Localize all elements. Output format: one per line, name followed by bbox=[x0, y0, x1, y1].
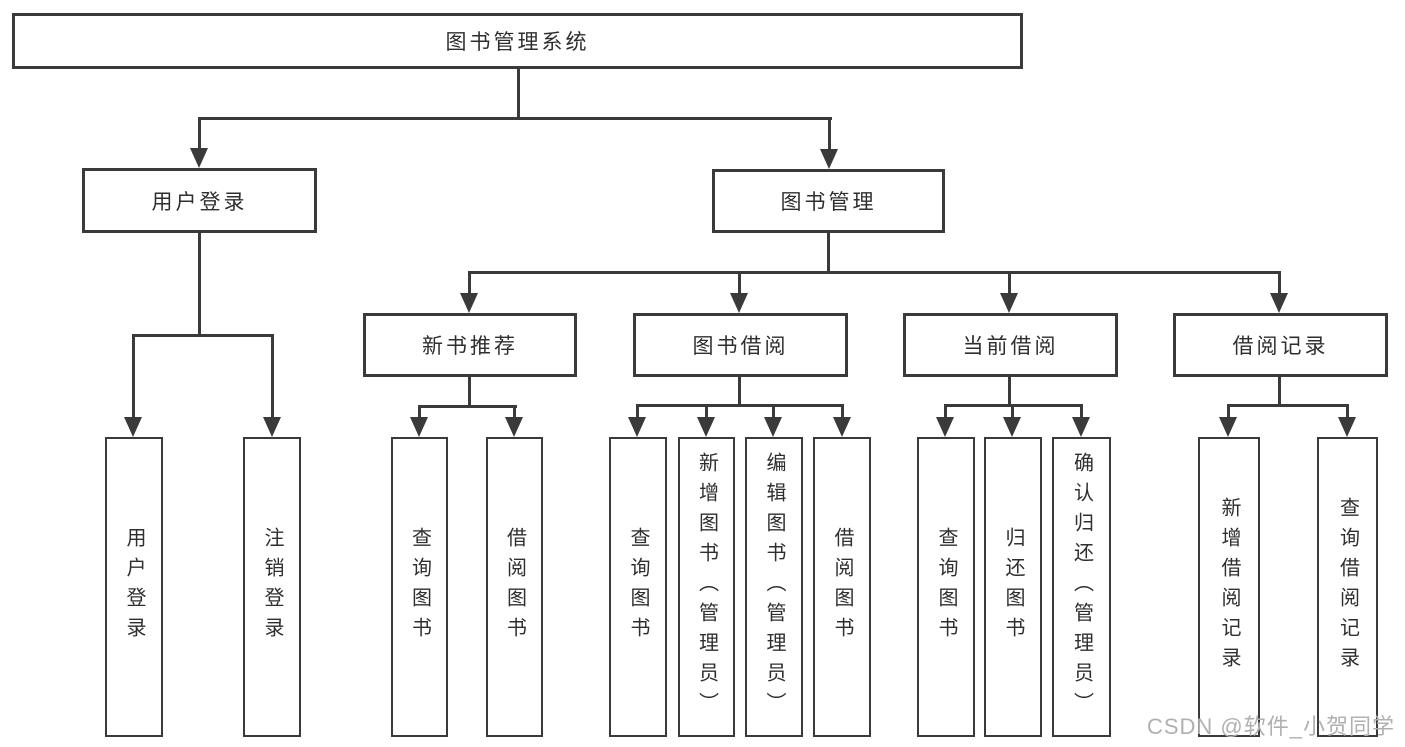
arrowhead-down-icon bbox=[190, 148, 208, 168]
node-book-borrow: 图书借阅 bbox=[633, 313, 848, 377]
arrowhead-down-icon bbox=[697, 417, 715, 437]
leaf-bw-borrow-books: 借阅图书 bbox=[813, 437, 871, 737]
arrowhead-down-icon bbox=[628, 417, 646, 437]
connector-line bbox=[738, 271, 741, 295]
leaf-cb-return-books: 归还图书 bbox=[984, 437, 1042, 737]
connector-line bbox=[468, 377, 471, 408]
connector-line bbox=[198, 233, 201, 337]
leaf-nb-borrow-books: 借阅图书 bbox=[486, 437, 543, 737]
connector-line bbox=[827, 233, 830, 274]
arrowhead-down-icon bbox=[730, 293, 748, 313]
leaf-bw-edit-books-admin: 编辑图书（管理员） bbox=[745, 437, 803, 737]
connector-line bbox=[1008, 271, 1011, 295]
arrowhead-down-icon bbox=[1003, 417, 1021, 437]
connector-line bbox=[1011, 404, 1014, 418]
arrowhead-down-icon bbox=[505, 417, 523, 437]
leaf-user-login-label: 用户登录 bbox=[123, 527, 145, 647]
leaf-nb-query-books: 查询图书 bbox=[391, 437, 448, 737]
leaf-bw-query-books-label: 查询图书 bbox=[627, 527, 649, 647]
connector-line bbox=[636, 404, 844, 407]
leaf-logout: 注销登录 bbox=[243, 437, 301, 737]
node-new-book-recommend: 新书推荐 bbox=[363, 313, 577, 377]
arrowhead-down-icon bbox=[936, 417, 954, 437]
connector-line bbox=[1278, 271, 1281, 295]
arrowhead-down-icon bbox=[1270, 293, 1288, 313]
leaf-bw-edit-books-admin-label: 编辑图书（管理员） bbox=[763, 452, 785, 722]
arrowhead-down-icon bbox=[410, 417, 428, 437]
arrowhead-down-icon bbox=[764, 417, 782, 437]
leaf-bw-query-books: 查询图书 bbox=[609, 437, 667, 737]
connector-line bbox=[1008, 377, 1011, 407]
arrowhead-down-icon bbox=[1072, 417, 1090, 437]
connector-line bbox=[132, 334, 135, 418]
leaf-rec-query-record: 查询借阅记录 bbox=[1317, 437, 1378, 737]
node-book-management: 图书管理 bbox=[712, 169, 945, 233]
connector-line bbox=[468, 271, 1281, 274]
connector-line bbox=[513, 405, 516, 418]
leaf-cb-confirm-return-admin-label: 确认归还（管理员） bbox=[1070, 452, 1093, 722]
connector-line bbox=[1227, 404, 1349, 407]
connector-line bbox=[944, 404, 947, 418]
leaf-cb-query-books-label: 查询图书 bbox=[935, 527, 957, 647]
leaf-rec-query-record-label: 查询借阅记录 bbox=[1336, 497, 1359, 677]
leaf-nb-borrow-books-label: 借阅图书 bbox=[503, 527, 526, 647]
leaf-bw-borrow-books-label: 借阅图书 bbox=[831, 527, 853, 647]
node-borrow-records: 借阅记录 bbox=[1173, 313, 1388, 377]
arrowhead-down-icon bbox=[1000, 293, 1018, 313]
csdn-watermark: CSDN @软件_小贺同学 bbox=[1146, 714, 1395, 739]
connector-line bbox=[828, 117, 831, 150]
connector-line bbox=[841, 404, 844, 418]
connector-line bbox=[738, 377, 741, 407]
connector-line bbox=[468, 271, 471, 295]
connector-line bbox=[517, 68, 520, 119]
arrowhead-down-icon bbox=[460, 293, 478, 313]
leaf-logout-label: 注销登录 bbox=[261, 527, 283, 647]
connector-line bbox=[705, 404, 708, 418]
arrowhead-down-icon bbox=[263, 417, 281, 437]
node-root-system: 图书管理系统 bbox=[12, 13, 1023, 69]
connector-line bbox=[1278, 377, 1281, 407]
connector-line bbox=[132, 334, 274, 337]
leaf-bw-add-books-admin-label: 新增图书（管理员） bbox=[695, 452, 718, 722]
connector-line bbox=[1080, 404, 1083, 418]
connector-line bbox=[418, 405, 421, 418]
arrowhead-down-icon bbox=[1338, 417, 1356, 437]
connector-line bbox=[418, 405, 517, 408]
leaf-nb-query-books-label: 查询图书 bbox=[408, 527, 431, 647]
leaf-bw-add-books-admin: 新增图书（管理员） bbox=[678, 437, 735, 737]
connector-line bbox=[1227, 404, 1230, 418]
arrowhead-down-icon bbox=[820, 149, 838, 169]
node-user-login: 用户登录 bbox=[82, 168, 317, 233]
arrowhead-down-icon bbox=[833, 417, 851, 437]
leaf-cb-confirm-return-admin: 确认归还（管理员） bbox=[1052, 437, 1111, 737]
leaf-rec-add-record-label: 新增借阅记录 bbox=[1218, 497, 1240, 677]
leaf-cb-return-books-label: 归还图书 bbox=[1002, 527, 1024, 647]
leaf-cb-query-books: 查询图书 bbox=[917, 437, 975, 737]
node-current-borrow: 当前借阅 bbox=[903, 313, 1118, 377]
connector-line bbox=[271, 334, 274, 418]
arrowhead-down-icon bbox=[124, 417, 142, 437]
leaf-user-login: 用户登录 bbox=[105, 437, 163, 737]
connector-line bbox=[198, 117, 201, 150]
leaf-rec-add-record: 新增借阅记录 bbox=[1198, 437, 1260, 737]
connector-line bbox=[636, 404, 639, 418]
connector-line bbox=[1346, 404, 1349, 418]
arrowhead-down-icon bbox=[1219, 417, 1237, 437]
connector-line bbox=[198, 117, 832, 120]
connector-line bbox=[772, 404, 775, 418]
